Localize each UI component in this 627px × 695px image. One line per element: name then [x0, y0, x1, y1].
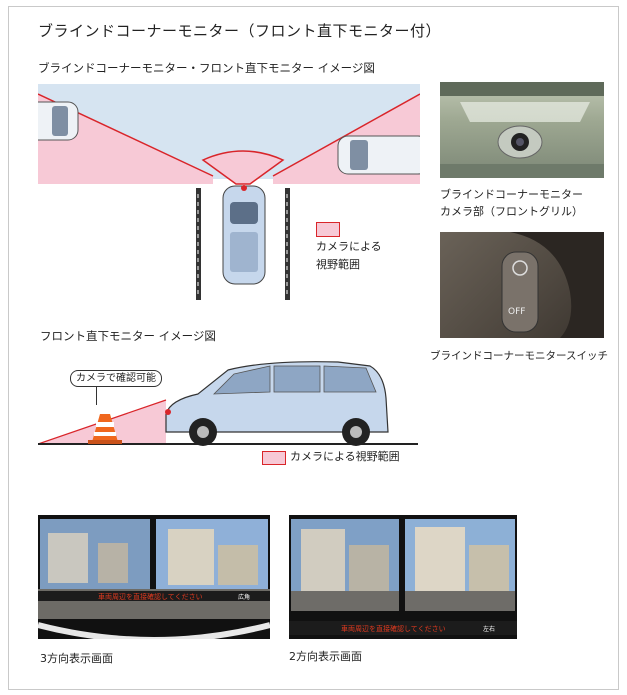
car-right — [337, 135, 420, 175]
legend1-line1: カメラによる — [316, 240, 382, 253]
legend1-line2: 視野範囲 — [316, 258, 360, 271]
fov-left — [38, 94, 213, 184]
camera-caption-line2: カメラ部（フロントグリル） — [440, 205, 583, 218]
top-view-diagram — [38, 84, 420, 304]
screen3-caption: 3方向表示画面 — [40, 652, 113, 665]
switch-photo: OFF — [440, 232, 604, 338]
page-title: ブラインドコーナーモニター（フロント直下モニター付） — [38, 22, 442, 40]
traffic-cone — [88, 414, 122, 444]
legend2-swatch — [262, 451, 286, 465]
side-view-diagram — [38, 361, 418, 446]
own-car-side — [165, 361, 389, 446]
own-car-top — [222, 185, 266, 285]
diagram1-title: ブラインドコーナーモニター・フロント直下モニター イメージ図 — [38, 61, 375, 75]
screen2-side-label: 左右 — [483, 625, 495, 633]
screen3-warning: 車両周辺を直接確認してください — [98, 592, 203, 601]
legend1-swatch — [316, 222, 340, 237]
screen-3way: 車両周辺を直接確認してください 広角 — [38, 515, 270, 639]
diagram2-title: フロント直下モニター イメージ図 — [40, 329, 216, 343]
screen-2way: 車両周辺を直接確認してください 左右 — [289, 515, 517, 639]
fov-front — [201, 150, 285, 185]
screen2-warning: 車両周辺を直接確認してください — [341, 624, 446, 633]
camera-caption-line1: ブラインドコーナーモニター — [440, 188, 583, 201]
screen-3way-art: 車両周辺を直接確認してください 広角 — [38, 519, 270, 639]
camera-photo-art — [440, 82, 604, 178]
camera-callout: カメラで確認可能 — [70, 370, 162, 387]
switch-off-label: OFF — [508, 307, 525, 317]
camera-photo — [440, 82, 604, 178]
car-left — [38, 101, 79, 141]
switch-caption: ブラインドコーナーモニタースイッチ — [430, 350, 608, 362]
switch-photo-art: OFF — [501, 232, 604, 338]
screen2-caption: 2方向表示画面 — [289, 650, 362, 663]
screen3-side-label: 広角 — [238, 593, 250, 601]
screen-2way-art: 車両周辺を直接確認してください 左右 — [289, 519, 517, 635]
page-frame — [8, 6, 619, 690]
callout-pointer — [96, 387, 97, 405]
legend2-text: カメラによる視野範囲 — [290, 450, 400, 463]
